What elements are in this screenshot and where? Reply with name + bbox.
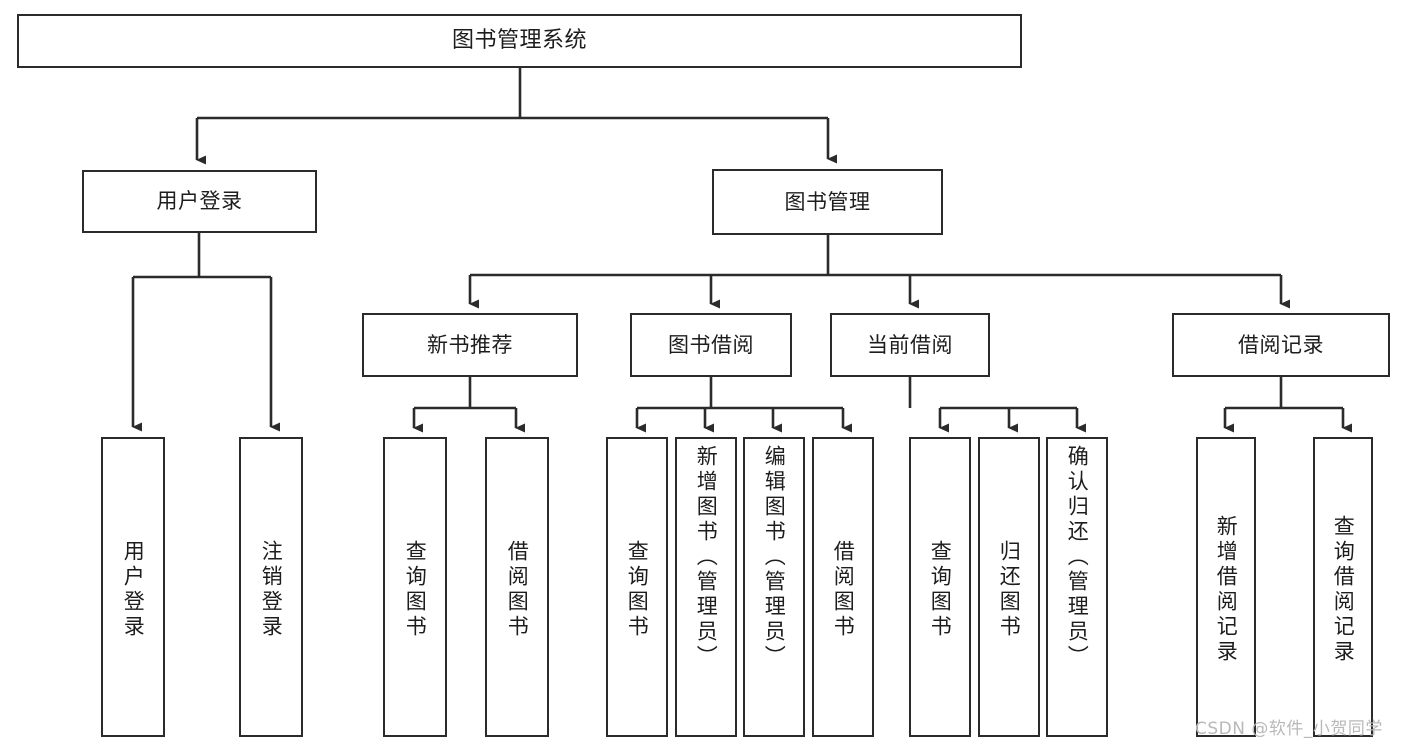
node-root-book-management-system[interactable]: 图书管理系统: [17, 14, 1022, 68]
leaf-book-borrow-edit-book-admin[interactable]: 编辑图书（管理员）: [743, 437, 805, 737]
leaf-label: 新增图书（管理员）: [694, 445, 719, 670]
leaf-label: 用户登录: [121, 540, 146, 640]
node-label: 图书管理系统: [451, 28, 587, 54]
leaf-book-borrow-borrow-book[interactable]: 借阅图书: [812, 437, 874, 737]
leaf-label: 确认归还（管理员）: [1065, 445, 1090, 670]
node-book-borrow[interactable]: 图书借阅: [630, 313, 792, 377]
leaf-label: 查询借阅记录: [1331, 515, 1356, 665]
node-label: 用户登录: [156, 189, 243, 214]
leaf-borrow-record-query-record[interactable]: 查询借阅记录: [1313, 437, 1373, 737]
leaf-label: 查询图书: [625, 540, 650, 640]
leaf-new-book-query-book[interactable]: 查询图书: [383, 437, 447, 737]
leaf-label: 借阅图书: [505, 540, 530, 640]
leaf-label: 编辑图书（管理员）: [762, 445, 787, 670]
leaf-label: 查询图书: [928, 540, 953, 640]
node-new-book-recommendation[interactable]: 新书推荐: [362, 313, 578, 377]
node-book-management[interactable]: 图书管理: [712, 169, 943, 235]
leaf-book-borrow-add-book-admin[interactable]: 新增图书（管理员）: [675, 437, 737, 737]
leaf-borrow-record-add-record[interactable]: 新增借阅记录: [1196, 437, 1256, 737]
leaf-current-borrow-return-book[interactable]: 归还图书: [978, 437, 1040, 737]
node-user-login[interactable]: 用户登录: [82, 170, 317, 233]
leaf-label: 归还图书: [997, 540, 1022, 640]
node-label: 图书借阅: [668, 332, 754, 357]
leaf-current-borrow-query-book[interactable]: 查询图书: [909, 437, 971, 737]
leaf-label: 新增借阅记录: [1214, 515, 1239, 665]
leaf-label: 注销登录: [259, 540, 284, 640]
node-borrow-record[interactable]: 借阅记录: [1172, 313, 1390, 377]
leaf-book-borrow-query-book[interactable]: 查询图书: [606, 437, 668, 737]
node-label: 新书推荐: [427, 332, 513, 357]
leaf-label: 借阅图书: [831, 540, 856, 640]
node-label: 当前借阅: [867, 332, 953, 357]
csdn-watermark: CSDN @软件_小贺同学: [1195, 719, 1383, 739]
leaf-label: 查询图书: [403, 540, 428, 640]
node-current-borrow[interactable]: 当前借阅: [830, 313, 990, 377]
node-label: 借阅记录: [1238, 332, 1324, 357]
leaf-user-login-login[interactable]: 用户登录: [101, 437, 165, 737]
node-label: 图书管理: [784, 189, 871, 214]
leaf-user-login-logout[interactable]: 注销登录: [239, 437, 303, 737]
leaf-current-borrow-confirm-return-admin[interactable]: 确认归还（管理员）: [1046, 437, 1108, 737]
leaf-new-book-borrow-book[interactable]: 借阅图书: [485, 437, 549, 737]
